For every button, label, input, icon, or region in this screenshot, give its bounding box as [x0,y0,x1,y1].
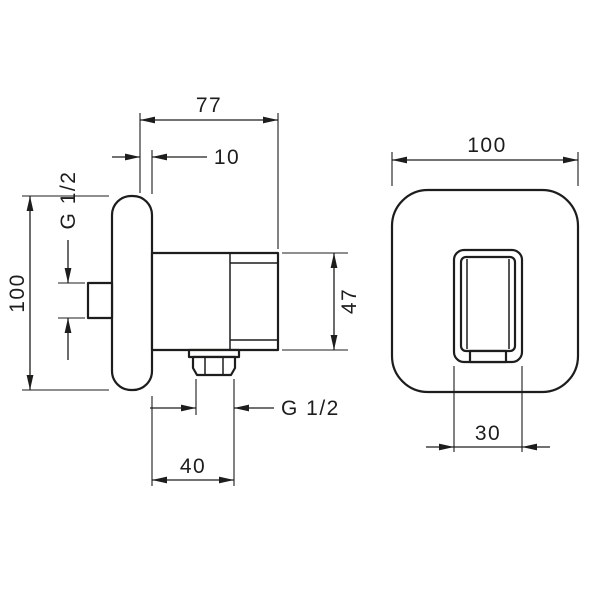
dimension-inlet-thread: G 1/2 [57,171,85,360]
side-outlet-nut [191,355,237,377]
dimension-plate-offset-10: 10 [112,146,240,194]
dimension-outlet-distance-40: 40 [151,396,234,486]
dimension-holder-width-30: 30 [426,366,550,452]
front-holder-inner [459,255,517,353]
dim-30-label: 30 [475,422,501,445]
dimension-plate-height-100: 100 [6,195,109,391]
dim-10-label: 10 [214,146,240,169]
side-inlet-thread [86,281,114,320]
dim-outlet-thread-label: G 1/2 [281,397,340,420]
side-view: 77 10 G 1/2 100 47 [6,94,361,486]
dim-40-label: 40 [180,455,206,478]
side-body [150,251,280,352]
side-wall-plate [110,194,154,392]
front-view: 100 30 [390,134,580,452]
dimension-front-width-100: 100 [391,134,579,186]
dim-47-label: 47 [338,288,361,314]
dim-100-front-label: 100 [467,134,507,157]
front-holder-tab [468,349,508,364]
dim-inlet-thread-label: G 1/2 [57,171,80,230]
dimension-holder-height-47: 47 [282,252,361,351]
dimension-outlet-thread: G 1/2 [150,379,340,486]
dimension-projection-77: 77 [139,94,279,249]
dim-100-side-label: 100 [6,273,29,313]
dim-77-label: 77 [196,94,222,117]
